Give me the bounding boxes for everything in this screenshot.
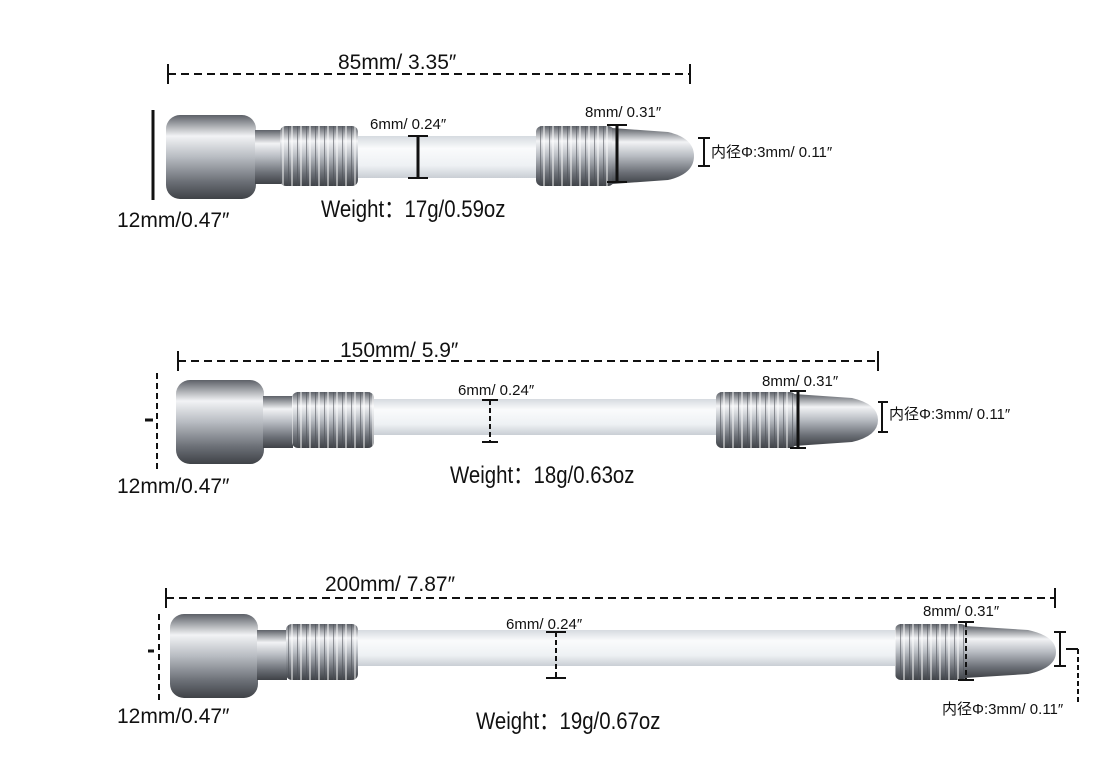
length-label: 85mm/ 3.35″: [338, 51, 457, 74]
head-diameter-label: 12mm/0.47″: [117, 209, 230, 232]
shaft-diameter-label: 6mm/ 0.24″: [506, 616, 583, 633]
shaft-diameter-label: 6mm/ 0.24″: [370, 116, 447, 133]
thread-diameter-label: 8mm/ 0.31″: [762, 373, 839, 390]
shaft-diameter-label: 6mm/ 0.24″: [458, 382, 535, 399]
weight-label: Weight：19g/0.67oz: [476, 708, 661, 735]
head-diameter-label: 12mm/0.47″: [117, 475, 230, 498]
probe-200mm: [148, 588, 1079, 704]
length-label: 200mm/ 7.87″: [325, 573, 455, 596]
weight-label: Weight：17g/0.59oz: [321, 196, 506, 223]
inner-diameter-label: 内径Φ:3mm/ 0.11″: [711, 144, 833, 161]
probe-85mm: [151, 64, 710, 200]
thread-diameter-label: 8mm/ 0.31″: [923, 603, 1000, 620]
inner-diameter-label: 内径Φ:3mm/ 0.11″: [942, 701, 1064, 718]
head-diameter-label: 12mm/0.47″: [117, 705, 230, 728]
probe-150mm: [145, 351, 888, 470]
weight-label: Weight：18g/0.63oz: [450, 462, 635, 489]
inner-diameter-label: 内径Φ:3mm/ 0.11″: [889, 406, 1011, 423]
thread-diameter-label: 8mm/ 0.31″: [585, 104, 662, 121]
length-label: 150mm/ 5.9″: [340, 339, 459, 362]
